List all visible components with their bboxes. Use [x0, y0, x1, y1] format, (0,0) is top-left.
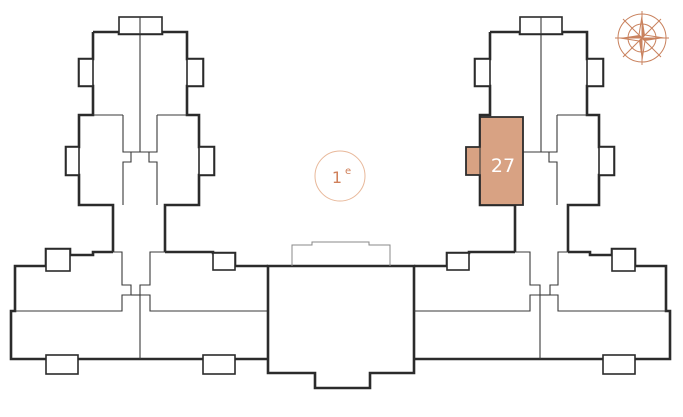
left-tower [64, 16, 216, 252]
compass-rose-icon [615, 11, 669, 65]
floor-number: 1 [332, 168, 342, 187]
floor-indicator: 1 e [314, 150, 366, 202]
unit-27-highlight[interactable] [465, 116, 524, 206]
floor-suffix: e [345, 166, 351, 177]
right-tower [465, 16, 616, 252]
lower-block [9, 241, 672, 390]
unit-27-label[interactable]: 27 [491, 155, 515, 177]
